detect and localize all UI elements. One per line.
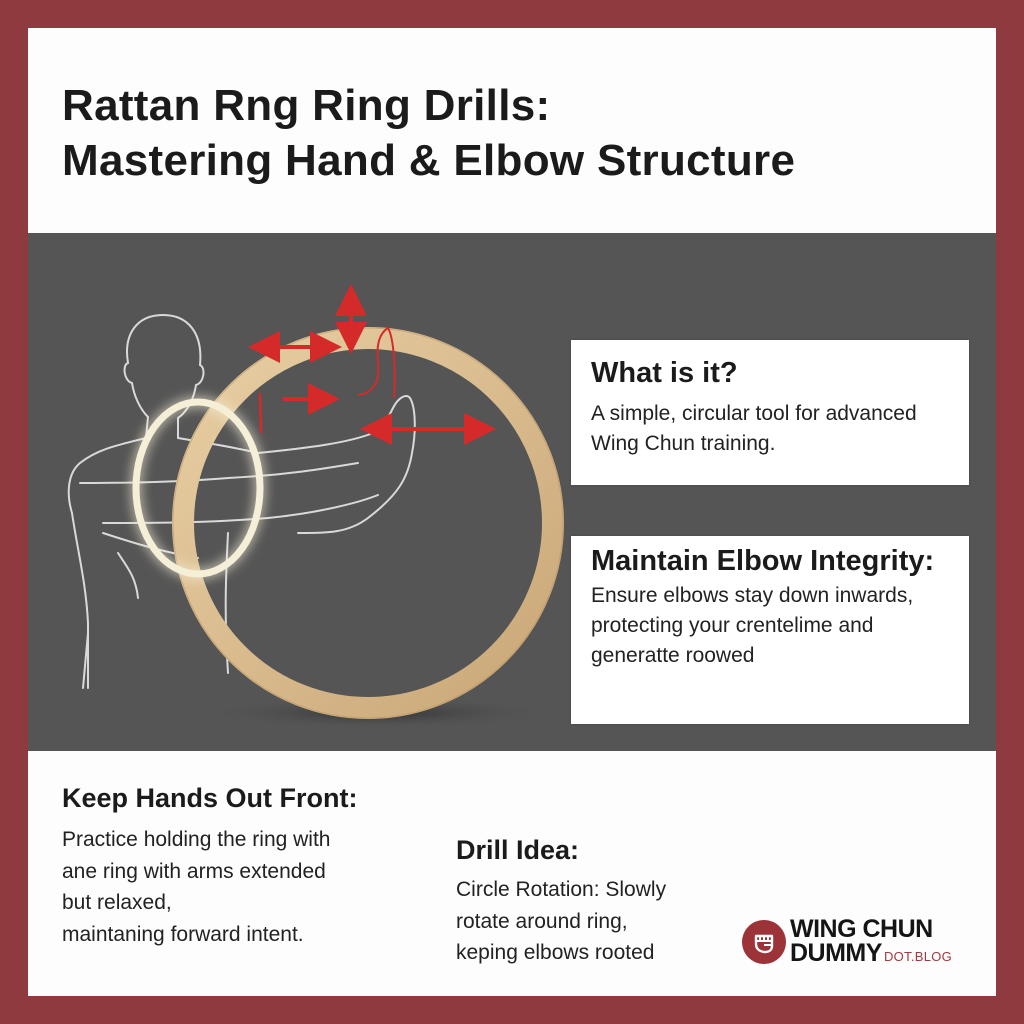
- infographic-panel: Rattan Rng Ring Drills: Mastering Hand &…: [28, 28, 996, 996]
- section-body: Circle Rotation: Slowly rotate around ri…: [456, 878, 667, 964]
- fist-icon: [742, 919, 786, 964]
- section-drill-idea: Drill Idea: Circle Rotation: Slowly rota…: [456, 835, 776, 969]
- card-body: A simple, circular tool for advanced Win…: [591, 402, 917, 455]
- title-line-2: Mastering Hand & Elbow Structure: [62, 136, 796, 185]
- card-heading: Maintain Elbow Integrity:: [591, 545, 935, 577]
- glow-ring-icon: [132, 398, 264, 578]
- title-line-1: Rattan Rng Ring Drills:: [62, 81, 551, 130]
- card-heading: What is it?: [591, 357, 738, 389]
- page-title: Rattan Rng Ring Drills: Mastering Hand &…: [62, 78, 795, 188]
- logo-line-1: WING CHUN: [790, 915, 933, 943]
- card-body: Ensure elbows stay down inwards, protect…: [591, 584, 914, 667]
- red-arrows: [248, 284, 496, 445]
- illustration-band: What is it? A simple, circular tool for …: [28, 233, 996, 751]
- rattan-ring-icon: [172, 327, 564, 719]
- section-heading: Drill Idea:: [456, 835, 580, 865]
- info-card-what-is-it: What is it? A simple, circular tool for …: [571, 340, 969, 485]
- logo-suffix: DOT.BLOG: [883, 948, 953, 964]
- info-card-elbow-integrity: Maintain Elbow Integrity: Ensure elbows …: [571, 536, 969, 724]
- section-body: Practice holding the ring with ane ring …: [62, 828, 331, 946]
- ring-drill-illustration: [67, 284, 564, 729]
- human-outline-figure: [67, 313, 416, 689]
- section-heading: Keep Hands Out Front:: [62, 783, 358, 813]
- section-keep-hands-out-front: Keep Hands Out Front: Practice holding t…: [62, 783, 462, 950]
